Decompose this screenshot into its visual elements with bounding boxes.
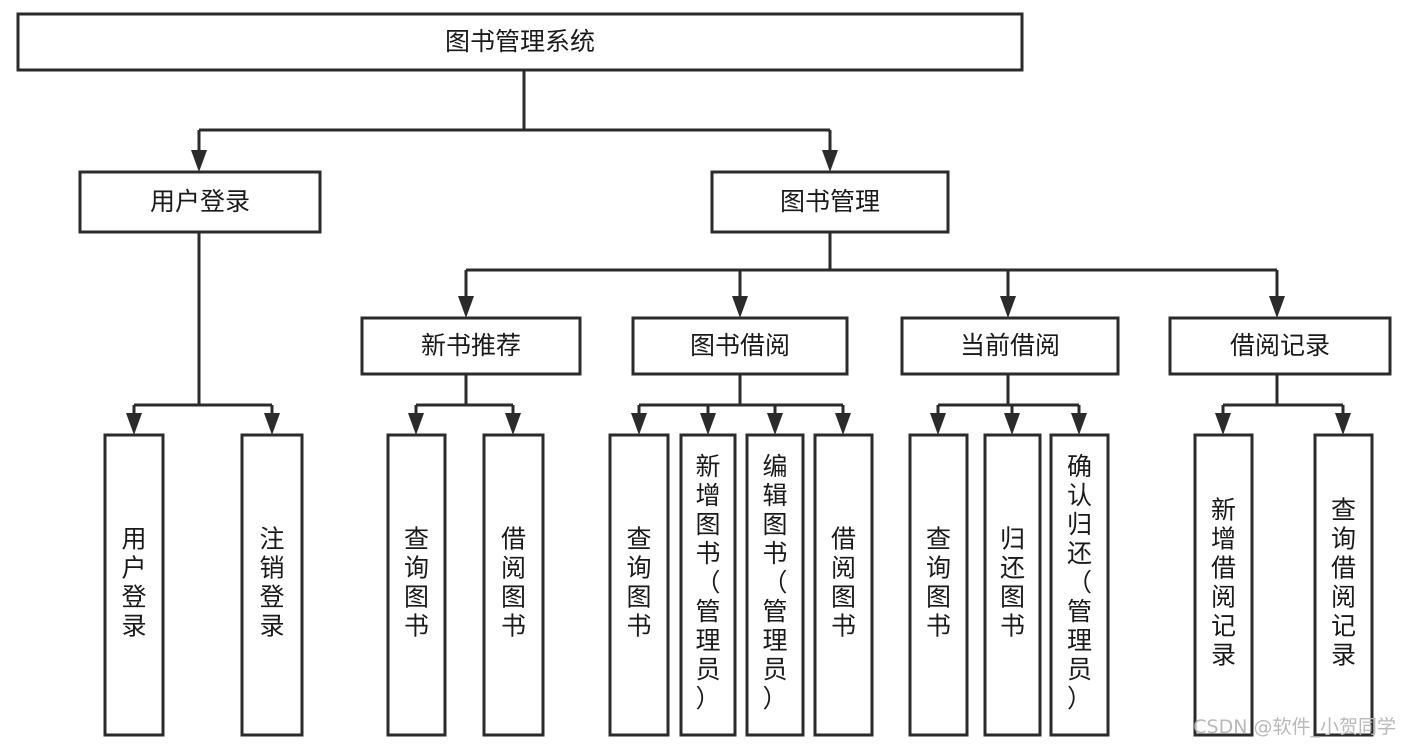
- node-leaf-query-book-3[interactable]: 查询图书: [908, 433, 969, 737]
- node-label-current-borrow: 当前借阅: [960, 331, 1060, 360]
- connector-conn-nb-a1: [408, 405, 424, 435]
- node-label-leaf-edit-book: 编辑图书（管理员）: [762, 452, 787, 713]
- node-borrow-record[interactable]: 借阅记录: [1168, 316, 1392, 376]
- node-box-leaf-add-record[interactable]: [1193, 433, 1254, 737]
- csdn-watermark: CSDN @软件_小贺同学: [1193, 716, 1396, 738]
- connector-conn-bb-a1: [631, 405, 647, 435]
- node-label-leaf-borrow-book-1: 借阅图书: [501, 525, 526, 641]
- node-book-manage[interactable]: 图书管理: [710, 170, 950, 234]
- connector-conn-bb-a2: [700, 405, 716, 435]
- node-label-leaf-add-book: 新增图书（管理员）: [695, 452, 720, 713]
- node-user-login[interactable]: 用户登录: [78, 170, 322, 234]
- connector-conn-bb-a3: [767, 405, 783, 435]
- node-leaf-edit-book[interactable]: 编辑图书（管理员）: [745, 433, 805, 737]
- connector-conn-userlogin-a2: [264, 405, 280, 435]
- node-box-leaf-query-record[interactable]: [1313, 433, 1374, 737]
- node-leaf-confirm-return[interactable]: 确认归还（管理员）: [1049, 433, 1110, 737]
- connector-conn-cb-a2: [1004, 405, 1020, 435]
- node-box-borrow-record[interactable]: [1168, 316, 1392, 376]
- node-box-book-borrow[interactable]: [631, 316, 849, 376]
- node-label-leaf-query-book-2: 查询图书: [626, 525, 651, 641]
- node-label-leaf-logout: 注销登录: [259, 525, 284, 641]
- node-label-borrow-record: 借阅记录: [1230, 331, 1330, 360]
- node-box-leaf-query-book-1[interactable]: [386, 433, 447, 737]
- node-label-leaf-confirm-return: 确认归还（管理员）: [1067, 452, 1092, 713]
- node-label-book-manage: 图书管理: [780, 187, 880, 216]
- node-book-borrow[interactable]: 图书借阅: [631, 316, 849, 376]
- node-label-leaf-add-record: 新增借阅记录: [1211, 496, 1236, 670]
- node-box-book-manage[interactable]: [710, 170, 950, 234]
- node-new-book-recommend[interactable]: 新书推荐: [360, 316, 582, 376]
- node-box-user-login[interactable]: [78, 170, 322, 234]
- node-box-leaf-borrow-book-1[interactable]: [482, 433, 545, 737]
- node-label-leaf-query-record: 查询借阅记录: [1331, 496, 1356, 670]
- node-box-root[interactable]: [16, 12, 1024, 72]
- connector-conn-root-to-book-manage: [822, 130, 838, 172]
- node-leaf-borrow-book-2[interactable]: 借阅图书: [813, 433, 874, 737]
- connector-conn-bb-a4: [835, 405, 851, 435]
- node-label-leaf-query-book-1: 查询图书: [404, 525, 429, 641]
- node-box-leaf-edit-book[interactable]: [745, 433, 805, 737]
- connector-conn-cb-a3: [1071, 405, 1087, 435]
- connector-conn-bm-a1: [458, 270, 474, 318]
- node-leaf-borrow-book-1[interactable]: 借阅图书: [482, 433, 545, 737]
- connector-conn-br-a2: [1335, 405, 1351, 435]
- node-box-new-book-recommend[interactable]: [360, 316, 582, 376]
- node-label-leaf-query-book-3: 查询图书: [926, 525, 951, 641]
- node-box-leaf-user-login[interactable]: [103, 433, 165, 737]
- node-label-leaf-borrow-book-2: 借阅图书: [831, 525, 856, 641]
- connector-conn-bm-a3: [1000, 270, 1016, 318]
- node-box-leaf-query-book-3[interactable]: [908, 433, 969, 737]
- node-label-user-login: 用户登录: [150, 187, 250, 216]
- node-label-new-book-recommend: 新书推荐: [421, 331, 521, 360]
- connector-conn-bm-a4: [1269, 270, 1285, 318]
- node-leaf-query-record[interactable]: 查询借阅记录: [1313, 433, 1374, 737]
- watermark-layer: CSDN @软件_小贺同学: [1193, 716, 1396, 738]
- node-leaf-query-book-2[interactable]: 查询图书: [608, 433, 670, 737]
- node-label-leaf-return-book: 归还图书: [1000, 525, 1025, 641]
- node-label-book-borrow: 图书借阅: [690, 331, 790, 360]
- node-leaf-add-book[interactable]: 新增图书（管理员）: [679, 433, 737, 737]
- node-box-leaf-query-book-2[interactable]: [608, 433, 670, 737]
- node-label-leaf-user-login: 用户登录: [121, 525, 146, 641]
- connector-conn-root-to-user-login: [191, 130, 207, 172]
- connector-layer: [126, 70, 1351, 435]
- connector-conn-userlogin-a1: [126, 405, 142, 435]
- connector-conn-cb-a1: [930, 405, 946, 435]
- node-box-current-borrow[interactable]: [900, 316, 1120, 376]
- node-box-leaf-borrow-book-2[interactable]: [813, 433, 874, 737]
- node-box-leaf-logout[interactable]: [240, 433, 304, 737]
- node-leaf-add-record[interactable]: 新增借阅记录: [1193, 433, 1254, 737]
- node-layer: 图书管理系统用户登录图书管理新书推荐图书借阅当前借阅借阅记录用户登录注销登录查询…: [16, 12, 1392, 737]
- node-label-root: 图书管理系统: [445, 27, 595, 56]
- connector-conn-bm-a2: [732, 270, 748, 318]
- connector-conn-br-a1: [1215, 405, 1231, 435]
- connector-conn-nb-a2: [505, 405, 521, 435]
- node-box-leaf-return-book[interactable]: [983, 433, 1042, 737]
- node-leaf-logout[interactable]: 注销登录: [240, 433, 304, 737]
- node-leaf-user-login[interactable]: 用户登录: [103, 433, 165, 737]
- node-box-leaf-add-book[interactable]: [679, 433, 737, 737]
- node-leaf-query-book-1[interactable]: 查询图书: [386, 433, 447, 737]
- node-root[interactable]: 图书管理系统: [16, 12, 1024, 72]
- node-box-leaf-confirm-return[interactable]: [1049, 433, 1110, 737]
- node-current-borrow[interactable]: 当前借阅: [900, 316, 1120, 376]
- node-leaf-return-book[interactable]: 归还图书: [983, 433, 1042, 737]
